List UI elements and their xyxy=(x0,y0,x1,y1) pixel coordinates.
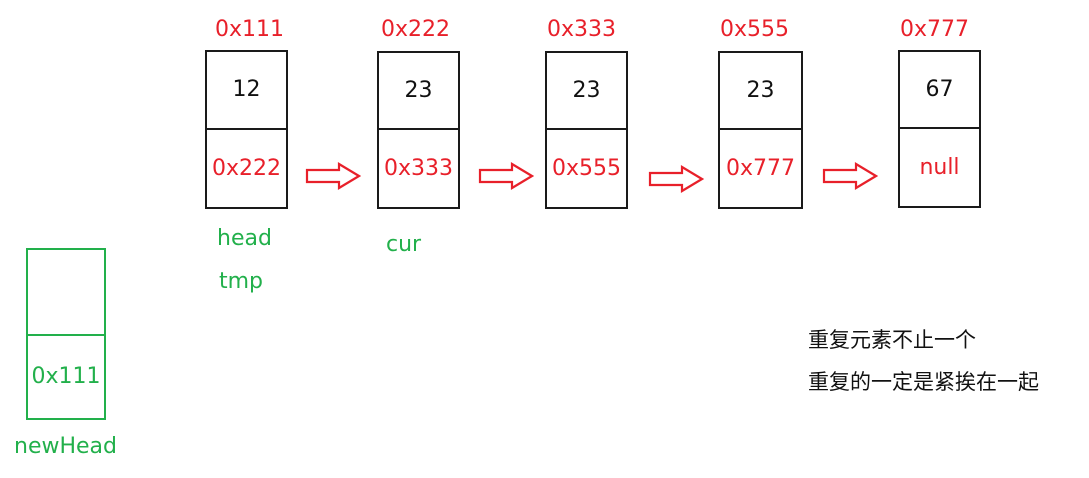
new-head-node: 0x111 xyxy=(26,248,106,420)
list-node-4: 23 0x777 xyxy=(718,51,803,209)
node-1-address: 0x111 xyxy=(215,17,285,42)
node-3-next: 0x555 xyxy=(551,156,621,181)
node-2-value: 23 xyxy=(379,53,458,130)
new-head-value xyxy=(28,250,104,336)
arrow-right-icon xyxy=(478,162,534,190)
new-head-label: newHead xyxy=(14,434,117,459)
node-3-address: 0x333 xyxy=(547,17,617,42)
node-5-value: 67 xyxy=(900,52,979,129)
arrow-right-icon xyxy=(305,162,361,190)
node-4-value: 23 xyxy=(720,53,801,130)
node-1-value: 12 xyxy=(207,52,286,130)
node-3-value: 23 xyxy=(547,53,626,130)
arrow-right-icon xyxy=(822,162,878,190)
head-pointer-label: head xyxy=(217,226,272,251)
node-5-address: 0x777 xyxy=(900,17,970,42)
list-node-1: 12 0x222 xyxy=(205,50,288,209)
cur-pointer-label: cur xyxy=(386,232,422,257)
node-2-address: 0x222 xyxy=(381,17,451,42)
node-5-next: null xyxy=(919,155,960,180)
list-node-3: 23 0x555 xyxy=(545,51,628,209)
node-1-next: 0x222 xyxy=(211,155,281,181)
node-2-next: 0x333 xyxy=(383,156,453,181)
list-node-5: 67 null xyxy=(898,50,981,208)
list-node-2: 23 0x333 xyxy=(377,51,460,209)
note-line-2: 重复的一定是紧挨在一起 xyxy=(808,370,1039,394)
node-4-address: 0x555 xyxy=(720,17,790,42)
tmp-pointer-label: tmp xyxy=(219,269,264,294)
arrow-right-icon xyxy=(648,165,704,193)
note-line-1: 重复元素不止一个 xyxy=(808,328,976,352)
node-4-next: 0x777 xyxy=(725,156,795,181)
new-head-next: 0x111 xyxy=(31,363,101,389)
